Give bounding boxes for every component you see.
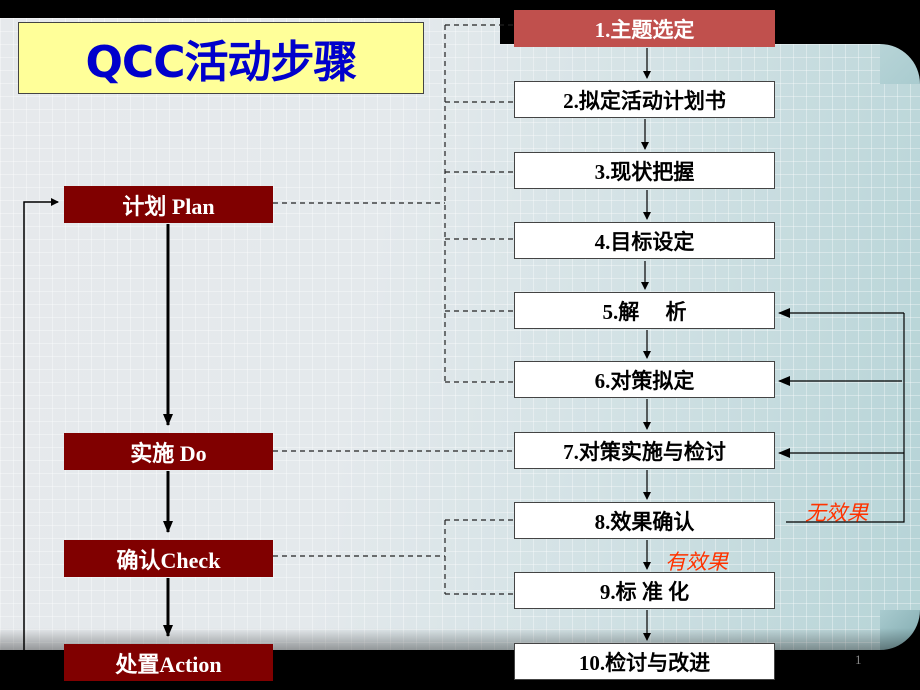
pdca-do: 实施 Do [64,433,273,470]
page-title: QCC活动步骤 [18,22,424,94]
page-number: 1 [855,652,862,667]
pdca-check: 确认Check [64,540,273,577]
step-1-theme-selection: 1.主题选定 [514,10,775,47]
pdca-action: 处置Action [64,644,273,681]
step-4-target-setting: 4.目标设定 [514,222,775,259]
slide-corner-top-right [880,44,920,84]
step-10-review-improvement: 10.检讨与改进 [514,643,775,680]
step-6-countermeasure-plan: 6.对策拟定 [514,361,775,398]
step-7-countermeasure-implementation: 7.对策实施与检讨 [514,432,775,469]
step-9-standardization: 9.标 准 化 [514,572,775,609]
step-2-activity-plan: 2.拟定活动计划书 [514,81,775,118]
no-effect-label: 无效果 [805,501,868,525]
step-8-effect-confirmation: 8.效果确认 [514,502,775,539]
step-3-current-status: 3.现状把握 [514,152,775,189]
pdca-plan: 计划 Plan [64,186,273,223]
slide-corner-bottom-right [880,610,920,650]
effective-label: 有效果 [665,550,728,574]
step-5-analysis: 5.解 析 [514,292,775,329]
